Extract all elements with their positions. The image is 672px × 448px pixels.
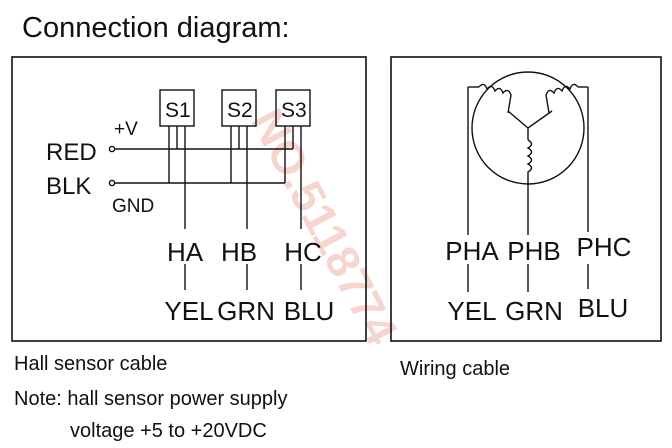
- sensor-label-s3: S3: [281, 99, 307, 122]
- hall-color-yel: YEL: [164, 296, 213, 326]
- page-title: Connection diagram:: [22, 12, 290, 44]
- signal-label-ha: HA: [167, 237, 204, 267]
- coil-b-icon: [545, 83, 579, 114]
- coil-c-icon: [526, 139, 533, 180]
- blk-label: BLK: [46, 173, 91, 200]
- sensor-legs: [168, 126, 302, 212]
- wiring-color-blu: BLU: [578, 293, 629, 323]
- phase-leads: [467, 86, 589, 292]
- red-label: RED: [46, 139, 97, 166]
- phase-label-phb: PHB: [507, 236, 560, 266]
- signal-label-hc: HC: [284, 237, 322, 267]
- sensor-label-s2: S2: [227, 99, 253, 122]
- note-line-1: Note: hall sensor power supply: [14, 388, 287, 410]
- power-rails: [108, 145, 293, 187]
- phase-label-phc: PHC: [577, 232, 632, 262]
- wiring-color-yel: YEL: [447, 296, 496, 326]
- note-line-2: voltage +5 to +20VDC: [70, 420, 267, 442]
- signal-label-hb: HB: [221, 237, 257, 267]
- phase-label-pha: PHA: [445, 236, 499, 266]
- hall-cable-caption: Hall sensor cable: [14, 353, 167, 375]
- wiring-panel-frame: [390, 56, 662, 342]
- gnd-label: GND: [112, 196, 154, 217]
- wiring-color-grn: GRN: [505, 296, 563, 326]
- winding-connections: [507, 110, 553, 140]
- hall-panel-frame: [11, 56, 367, 342]
- wiring-cable-caption: Wiring cable: [400, 358, 510, 380]
- sensor-label-s1: S1: [165, 99, 191, 122]
- signal-outputs: [184, 212, 302, 290]
- plus-v-label: +V: [114, 119, 138, 140]
- hall-color-grn: GRN: [217, 296, 275, 326]
- coil-a-icon: [478, 83, 512, 114]
- hall-color-blu: BLU: [284, 296, 335, 326]
